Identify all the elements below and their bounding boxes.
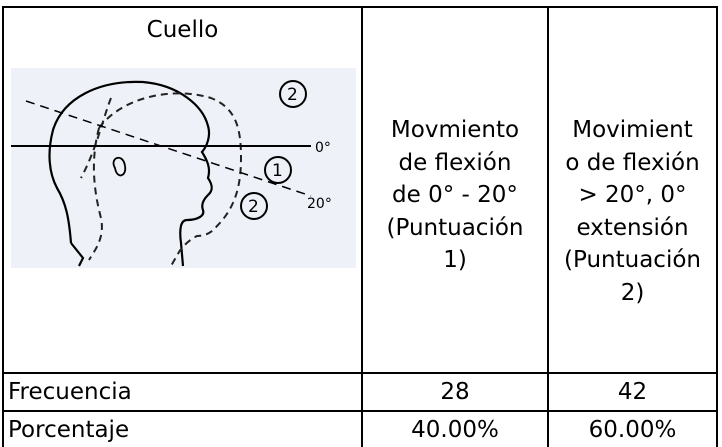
twenty-degree-label: 20°	[307, 196, 332, 212]
header-col2-line: extensión	[576, 214, 689, 241]
zero-degree-label: 0°	[315, 140, 331, 156]
percentage-value-2: 60.00%	[588, 416, 677, 443]
border-col1	[361, 6, 363, 447]
neck-title: Cuello	[146, 17, 219, 43]
border-left	[2, 6, 4, 447]
svg-text:1: 1	[272, 161, 283, 181]
header-col2-line: 2)	[620, 279, 645, 306]
neck-flexion-diagram: 0° 20° 2 1 2	[11, 68, 356, 268]
border-col2	[547, 6, 549, 447]
svg-text:2: 2	[248, 197, 259, 217]
row-label-percentage: Porcentaje	[8, 416, 130, 443]
score-1-icon	[264, 156, 292, 184]
svg-text:2: 2	[287, 85, 298, 105]
border-row1-bottom	[2, 410, 718, 412]
header-col1-line: de flexión	[398, 149, 512, 176]
score-2-top-icon	[279, 80, 307, 108]
header-flexion-0-20: Movmiento de flexión de 0° - 20° (Puntua…	[363, 98, 547, 293]
score-2-bottom-icon	[240, 192, 268, 220]
row-label-frequency: Frecuencia	[8, 379, 132, 405]
head-outline-icon	[48, 80, 213, 267]
header-col1-line: de 0° - 20°	[392, 182, 518, 209]
header-col1-line: (Puntuación	[386, 214, 524, 241]
border-top	[2, 6, 718, 8]
border-header-bottom	[2, 372, 718, 374]
header-col2-line: Movimient	[572, 117, 693, 143]
header-col1-line: 1)	[443, 247, 467, 274]
header-col2-line: o de flexión	[565, 149, 700, 176]
frequency-value-2: 42	[617, 379, 648, 405]
head-flexed-dashed-icon	[98, 92, 243, 267]
header-col1-line: Movmiento	[390, 117, 520, 144]
border-right	[716, 6, 718, 447]
frequency-value-1: 28	[440, 379, 470, 405]
percentage-value-1: 40.00%	[411, 416, 499, 443]
header-flexion-over-20: Movimient o de flexión > 20°, 0° extensi…	[549, 104, 716, 319]
header-col2-line: > 20°, 0°	[578, 182, 687, 208]
header-col2-line: (Puntuación	[564, 247, 701, 273]
twenty-degree-line	[25, 100, 312, 197]
